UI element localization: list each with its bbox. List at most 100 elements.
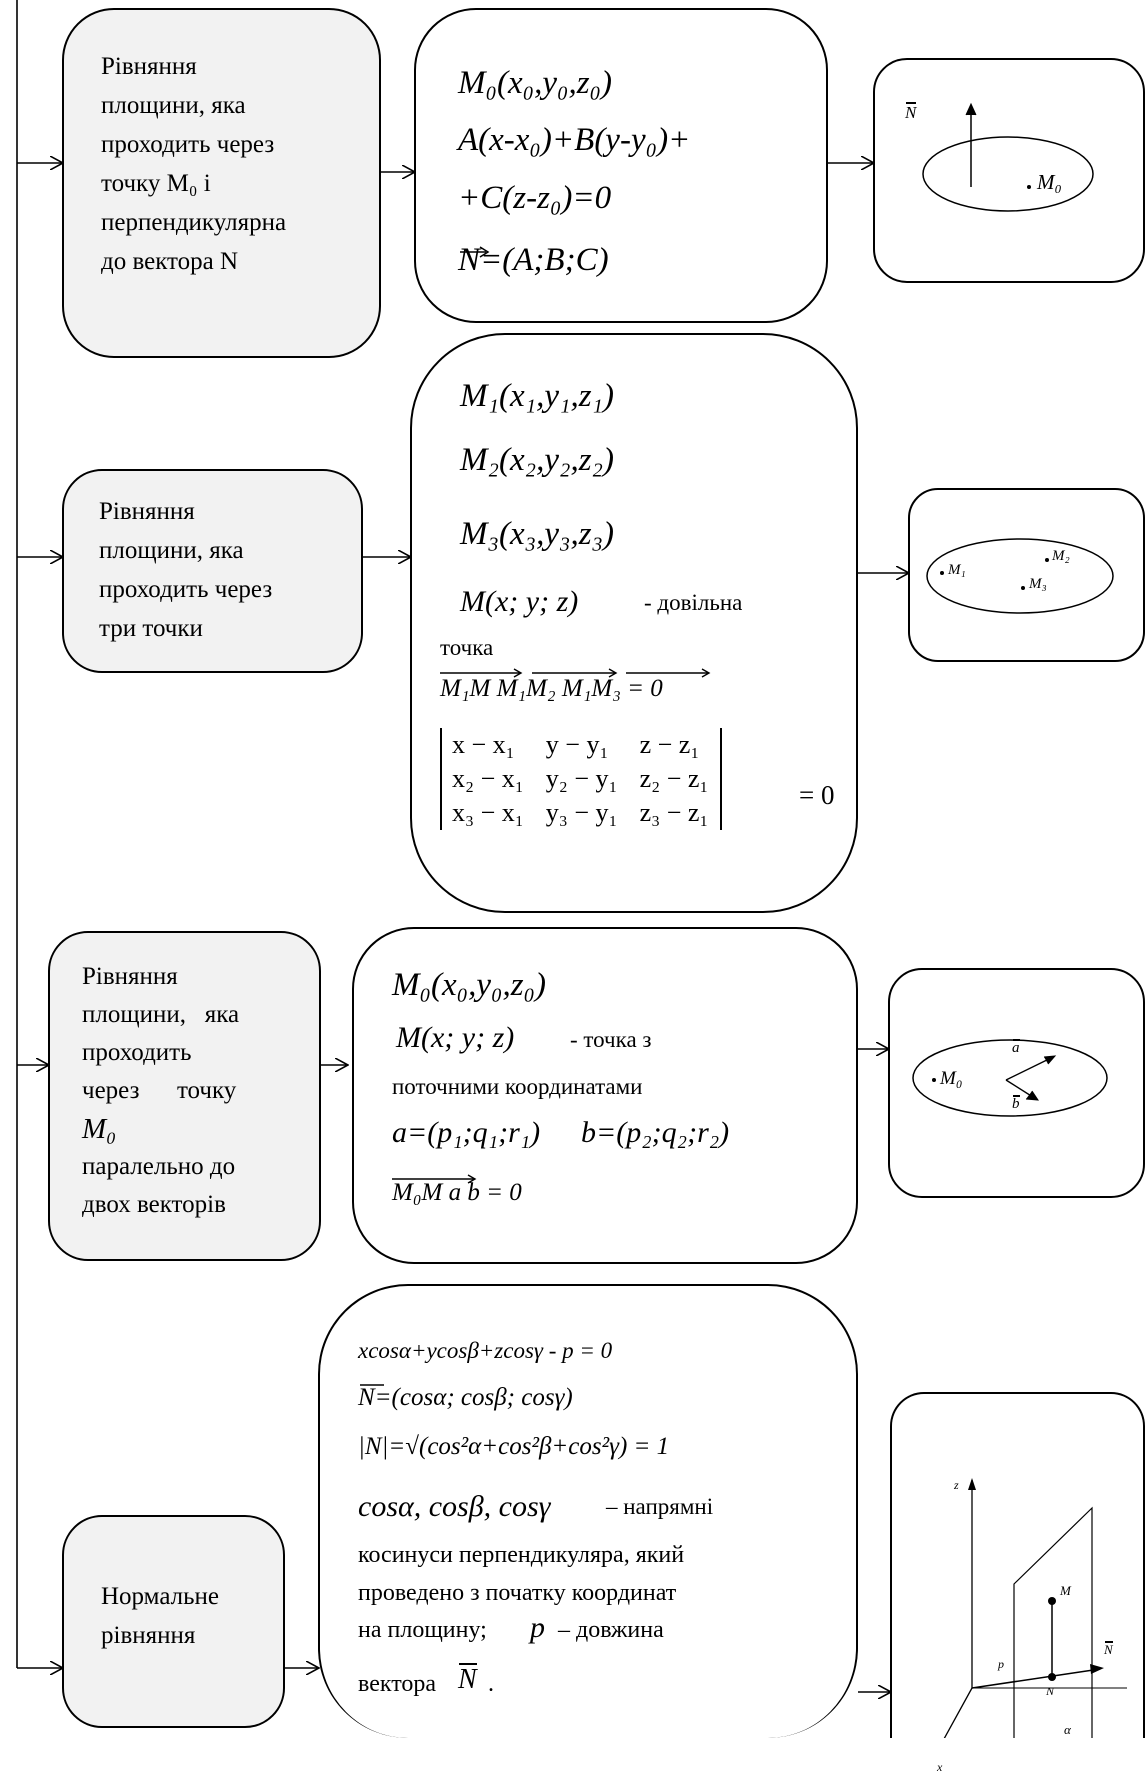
- row1-title-box: Рівняння площини, яка проходить через то…: [62, 8, 381, 358]
- row4-desc-line6: вектора: [358, 1671, 437, 1697]
- row2-title-line: проходить через: [99, 576, 273, 603]
- row4-desc-line4: на площину;: [358, 1617, 487, 1643]
- row3-current-point: M(x; y; z): [396, 1021, 515, 1054]
- row2-arbitrary-text: - довільна: [644, 590, 743, 615]
- row4-desc-end: .: [488, 1671, 494, 1697]
- row3-title-line: паралельно до: [82, 1153, 236, 1180]
- vector-a-head: [1043, 1055, 1057, 1065]
- row1-formula-box: M₀(x₀,y₀,z₀) A(x-x₀)+B(y-y₀)+ +C(z-z₀)=0…: [414, 8, 828, 323]
- row2-title-line: три точки: [99, 615, 203, 642]
- point-m1-dot: [940, 571, 944, 575]
- row1-normal-vector: N=(A;B;C): [458, 242, 609, 278]
- row2-arbitrary-text2: точка: [440, 635, 494, 660]
- row2-title-box: Рівняння площини, яка проходить через тр…: [62, 469, 363, 673]
- row1-title-line: точку M₀ і: [101, 170, 211, 197]
- row3-title-line: двох векторів: [82, 1191, 226, 1218]
- row2-det-equals: = 0: [799, 780, 835, 810]
- row4-desc-line3: проведено з початку координат: [358, 1580, 677, 1606]
- row4-desc-vector: N: [458, 1663, 477, 1695]
- row3-current-text: - точка з: [570, 1027, 652, 1052]
- point-m-dot: [1048, 1597, 1056, 1605]
- row2-arbitrary-point: M(x; y; z): [460, 585, 579, 618]
- row2-label-m2: M₂: [1052, 548, 1070, 564]
- row2-mixed-product: M₁M M₁M₂ M₁M₃ = 0: [440, 675, 663, 702]
- row4-normal-vector: N=(cosα; cosβ; cosγ): [358, 1384, 573, 1411]
- plane-ellipse: [912, 1039, 1108, 1117]
- row1-equation-part2: +C(z-z₀)=0: [458, 180, 612, 216]
- normal-vector-line: [971, 1668, 1101, 1689]
- row4-formula-box: xcosα+ycosβ+zcosγ - p = 0 N=(cosα; cosβ;…: [318, 1284, 858, 1738]
- x-axis: [943, 1687, 973, 1738]
- row4-n-vector-label: N: [1104, 1641, 1113, 1657]
- row1-title-line: перпендикулярна: [101, 209, 287, 236]
- row4-3d-diagram: [943, 1478, 1127, 1738]
- determinant-cell: z − z₁: [639, 730, 700, 759]
- determinant-cell: y₃ − y₁: [545, 798, 618, 827]
- plane-ellipse: [922, 136, 1094, 212]
- determinant-cell: y₂ − y₁: [545, 764, 618, 793]
- point-m3-dot: [1021, 586, 1025, 590]
- determinant-cell: x₂ − x₁: [452, 764, 524, 793]
- row4-title-line: Нормальне: [101, 1583, 219, 1610]
- row1-normal-arrow: [460, 246, 490, 258]
- row3-point-formula: M₀(x₀,y₀,z₀): [392, 967, 546, 1003]
- row3-mixed-product: M₀M a b = 0: [392, 1179, 522, 1206]
- alpha-plane: [1013, 1506, 1093, 1738]
- row3-plane-diagram: [912, 1039, 1108, 1117]
- point-m0-dot: [1027, 185, 1031, 189]
- z-axis-head: [968, 1478, 976, 1490]
- row2-picture-box: M₁ M₂ M₃: [908, 488, 1145, 662]
- row2-label-m1: M₁: [948, 562, 966, 578]
- vector-b-head: [1025, 1090, 1039, 1101]
- row3-vector-bar: [392, 1174, 477, 1184]
- point-m2-dot: [1045, 558, 1049, 562]
- row3-vector-b: b=(p₂;q₂;r₂): [581, 1116, 730, 1149]
- row2-point2: M₂(x₂,y₂,z₂): [460, 442, 614, 478]
- row3-vec-a-label: a: [1012, 1039, 1020, 1056]
- row4-normal-bar: [360, 1384, 384, 1386]
- row1-point-formula: M₀(x₀,y₀,z₀): [458, 65, 612, 101]
- row4-desc-line5: – довжина: [558, 1617, 664, 1643]
- row2-title-line: площини, яка: [99, 537, 244, 564]
- row2-label-m3: M₃: [1029, 576, 1047, 592]
- row2-point3: M₃(x₃,y₃,z₃): [460, 516, 614, 552]
- row3-picture-box: M₀ a b: [888, 968, 1145, 1198]
- flowchart-connectors: [16, 0, 1145, 1738]
- row3-vector-a: a=(p₁;q₁;r₁): [392, 1116, 541, 1149]
- row4-cosines: cosα, cosβ, cosγ: [358, 1490, 551, 1523]
- row3-title-line: через точку: [82, 1077, 237, 1104]
- row1-picture-box: N M₀: [873, 58, 1145, 283]
- row2-determinant: x − x₁ y − y₁ z − z₁ x₂ − x₁ y₂ − y₁ z₂ …: [440, 728, 723, 830]
- row3-title-line: площини, яка: [82, 1001, 240, 1028]
- row4-n-point-label: N: [1046, 1684, 1055, 1698]
- row3-title-line: M₀: [82, 1113, 117, 1145]
- row4-x-label: x: [937, 1760, 943, 1774]
- row2-point1: M₁(x₁,y₁,z₁): [460, 378, 614, 414]
- row4-desc-line1: – напрямні: [606, 1494, 714, 1519]
- row3-title-box: Рівняння площини, яка проходить через то…: [48, 931, 321, 1261]
- row4-desc-line2: косинуси перпендикуляра, який: [358, 1542, 685, 1568]
- row3-current-text2: поточними координатами: [392, 1074, 643, 1099]
- normal-vector-head: [1090, 1664, 1104, 1674]
- plane-ellipse: [926, 538, 1114, 614]
- row4-normal-length: |N|=√(cos²α+cos²β+cos²γ) = 1: [358, 1433, 670, 1460]
- determinant-row: x₂ − x₁ y₂ − y₁ z₂ − z₁: [441, 762, 721, 796]
- determinant-row: x₃ − x₁ y₃ − y₁ z₃ − z₁: [441, 796, 721, 830]
- row4-normal-equation: xcosα+ycosβ+zcosγ - p = 0: [358, 1338, 613, 1363]
- row1-title-line: проходить через: [101, 131, 275, 158]
- row2-plane-diagram: [926, 538, 1114, 614]
- point-n-dot: [1048, 1673, 1056, 1681]
- row2-formula-box: M₁(x₁,y₁,z₁) M₂(x₂,y₂,z₂) M₃(x₃,y₃,z₃) M…: [410, 333, 858, 913]
- row2-vector-bars: [440, 668, 711, 678]
- determinant-cell: z₂ − z₁: [639, 764, 709, 793]
- row4-title-line: рівняння: [101, 1622, 196, 1649]
- row4-picture-box: z x M N N p α: [890, 1392, 1145, 1774]
- row1-plane-diagram: [922, 102, 1094, 212]
- row1-point-label: M₀: [1037, 170, 1062, 194]
- vector-a-line: [1005, 1056, 1054, 1081]
- determinant-cell: z₃ − z₁: [639, 798, 709, 827]
- row3-formula-box: M₀(x₀,y₀,z₀) M(x; y; z) - точка з поточн…: [352, 927, 858, 1264]
- row2-title-line: Рівняння: [99, 498, 195, 525]
- row1-equation-part1: A(x-x₀)+B(y-y₀)+: [458, 122, 691, 158]
- row3-vec-b-label: b: [1012, 1095, 1020, 1112]
